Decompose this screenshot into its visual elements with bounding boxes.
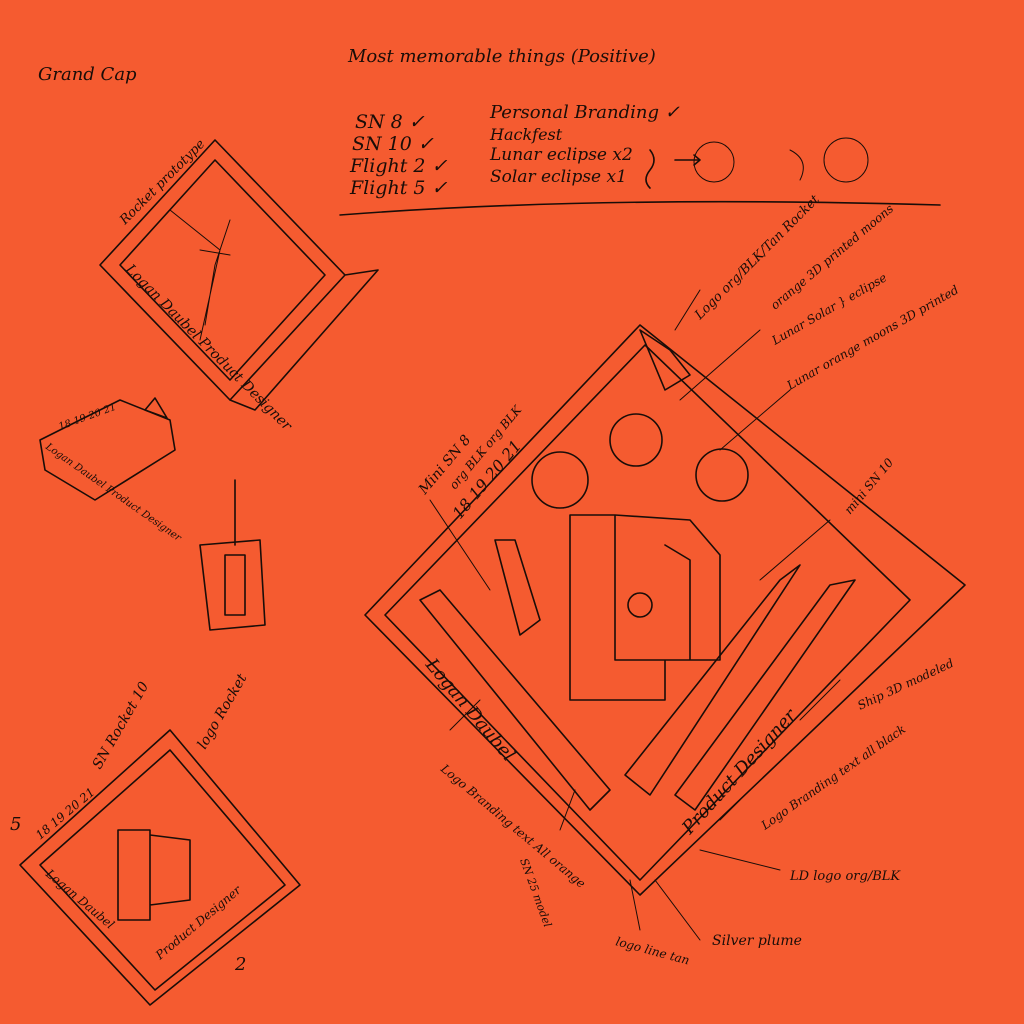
sketch-date: 18 19 20 21 <box>33 785 98 842</box>
annotation-logo-rocket: Logo org/BLK/Tan Rocket <box>692 192 824 324</box>
annotation-ship-3d: Ship 3D modeled <box>855 656 956 713</box>
brace-arrow <box>645 149 701 189</box>
sketch-text: Logan Daubel Product Designer <box>121 261 295 435</box>
checklist-item: Hackfest <box>489 125 563 144</box>
annotation-logo-line: logo line tan <box>614 934 691 967</box>
checklist-item: Solar eclipse x1 <box>490 167 627 187</box>
eclipse-icon <box>823 137 869 183</box>
sketch-number: 2 <box>234 954 246 975</box>
sketch-date: 18 19 20 21 <box>57 402 118 433</box>
sketch-text: Product Designer <box>152 882 245 963</box>
sketch-note: logo Rocket <box>195 671 251 752</box>
page-title: Most memorable things (Positive) <box>347 46 656 67</box>
checklist-item: Personal Branding ✓ <box>489 102 680 123</box>
annotation-silver-plume: Silver plume <box>712 933 802 949</box>
checklist-left: SN 8 ✓ SN 10 ✓ Flight 2 ✓ Flight 5 ✓ <box>349 111 448 199</box>
checklist-right: Personal Branding ✓ Hackfest Lunar eclip… <box>489 102 680 187</box>
divider-line <box>339 200 941 216</box>
annotation-lunar-3d: Lunar orange moons 3D printed <box>784 282 962 393</box>
annotations: Logo org/BLK/Tan Rocket orange 3D printe… <box>415 192 961 968</box>
sketch-4: SN Rocket 10 logo Rocket 18 19 20 21 Log… <box>10 671 301 1006</box>
eclipse-icon <box>789 149 804 181</box>
checklist-item: Lunar eclipse x2 <box>489 145 633 165</box>
sketch-3 <box>199 479 266 631</box>
annotation-sn-model: SN 25 model <box>517 857 554 930</box>
sketch-2: 18 19 20 21 Logan Daubel Product Designe… <box>39 397 184 545</box>
corner-title: Grand Cap <box>38 64 137 85</box>
main-sketch: Logan Daubel Product Designer 18 19 20 2… <box>364 324 966 896</box>
eclipse-icon <box>693 141 735 183</box>
annotation-ld-logo: LD logo org/BLK <box>789 869 901 884</box>
sketch-number: 5 <box>10 814 21 835</box>
checklist-item: SN 8 ✓ <box>355 111 425 133</box>
sketch-1: Rocket prototype Logan Daubel Product De… <box>99 137 379 435</box>
sketch-text: Logan Daubel Product Designer <box>42 441 183 545</box>
checklist-item: SN 10 ✓ <box>352 133 434 155</box>
checklist-item: Flight 2 ✓ <box>349 155 448 177</box>
sketch-text: Logan Daubel <box>42 866 117 932</box>
checklist-item: Flight 5 ✓ <box>349 177 448 199</box>
sketch-note: SN Rocket 10 <box>90 679 153 772</box>
